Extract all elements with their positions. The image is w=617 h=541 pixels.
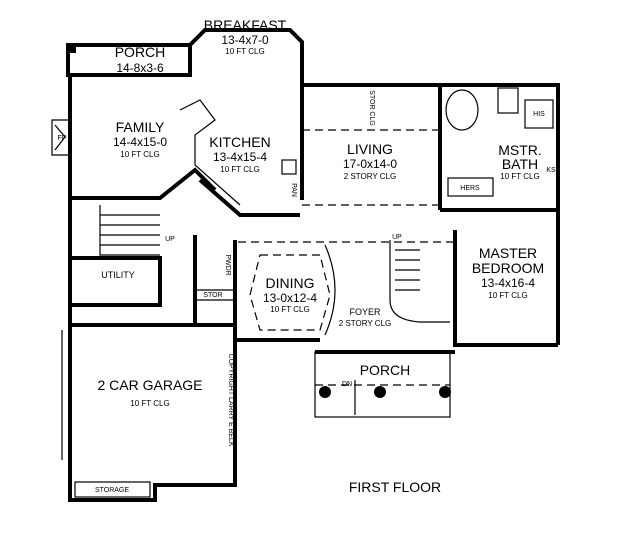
breakfast-wall [188,28,304,200]
foyer-name: FOYER [349,307,381,317]
breakfast-ceiling: 10 FT CLG [225,47,264,56]
master-bath-wall [440,83,560,345]
hers-closet [447,177,494,197]
family-ceiling: 10 FT CLG [120,150,159,159]
fireplace [51,119,70,156]
rear-porch-size: 14-8x3-6 [116,61,164,75]
rear-stairs [99,205,160,256]
utility-wall [70,256,162,307]
living-beams [302,129,440,206]
bedroom-name-1: MASTER [479,245,537,261]
shower [497,87,519,114]
up-label-foyer: UP [392,234,402,241]
front-porch-name: PORCH [360,362,411,378]
bathtub [445,89,479,131]
bath-ceiling: 10 FT CLG [500,172,539,181]
stor-label: STOR [203,292,222,299]
plan-title: FIRST FLOOR [349,479,441,495]
family-bottom-wall [70,167,217,200]
rear-porch-name: PORCH [115,44,166,60]
kitchen-size: 13-4x15-4 [213,150,267,164]
dining-ceiling: 10 FT CLG [270,305,309,314]
foyer-ceiling: 2 STORY CLG [339,319,391,328]
garage-name: 2 CAR GARAGE [97,377,202,393]
fp-label: FP [58,135,67,142]
dining-size: 13-0x12-4 [263,291,317,305]
family-size: 14-4x15-0 [113,135,167,149]
stor-closet [195,289,235,301]
kitchen-bottom-wall [198,178,300,217]
bath-name-2: BATH [502,156,538,172]
family-name: FAMILY [116,119,165,135]
master-bedroom-wall [453,230,558,347]
storage [74,481,151,498]
bedroom-ceiling: 10 FT CLG [488,291,527,300]
kitchen-ceiling: 10 FT CLG [220,165,259,174]
living-size: 17-0x14-0 [343,157,397,171]
hers-label: HERS [460,185,480,192]
porch-column [319,386,331,398]
bedroom-name-2: BEDROOM [472,260,544,276]
ks-label: KS [546,167,556,174]
foyer-stairs [389,240,450,323]
porch-column [374,386,386,398]
utility-name: UTILITY [101,270,135,280]
living-name: LIVING [347,141,393,157]
porch-post [68,45,76,53]
his-label: HIS [533,111,545,118]
kitchen-appliance [281,159,297,175]
dining-arch [324,244,336,336]
rear-porch-wall [66,43,192,77]
stor-clg-label: STOR CLG [368,90,375,126]
pan-label: PAN [290,183,297,197]
dn-label: DN [342,381,352,388]
bath-name-1: MSTR. [498,142,542,158]
storage-label: STORAGE [95,487,129,494]
copyright-label: COPYRIGHT LARRY E BELK [227,354,234,447]
porch-column [439,386,451,398]
living-ceiling: 2 STORY CLG [344,172,396,181]
breakfast-size: 13-4x7-0 [221,33,269,47]
dining-wall [233,240,320,342]
kitchen-name: KITCHEN [209,134,270,150]
bedroom-size: 13-4x16-4 [481,276,535,290]
his-closet [524,99,554,129]
breakfast-name: BREAKFAST [204,17,287,33]
kitchen-counter [179,99,241,206]
up-label-rear: UP [165,236,175,243]
garage-ceiling: 10 FT CLG [130,399,169,408]
dining-name: DINING [266,275,315,291]
garage-wall [68,330,237,502]
dining-ceiling [249,254,331,331]
pwdr-label: PWDR [224,254,231,275]
